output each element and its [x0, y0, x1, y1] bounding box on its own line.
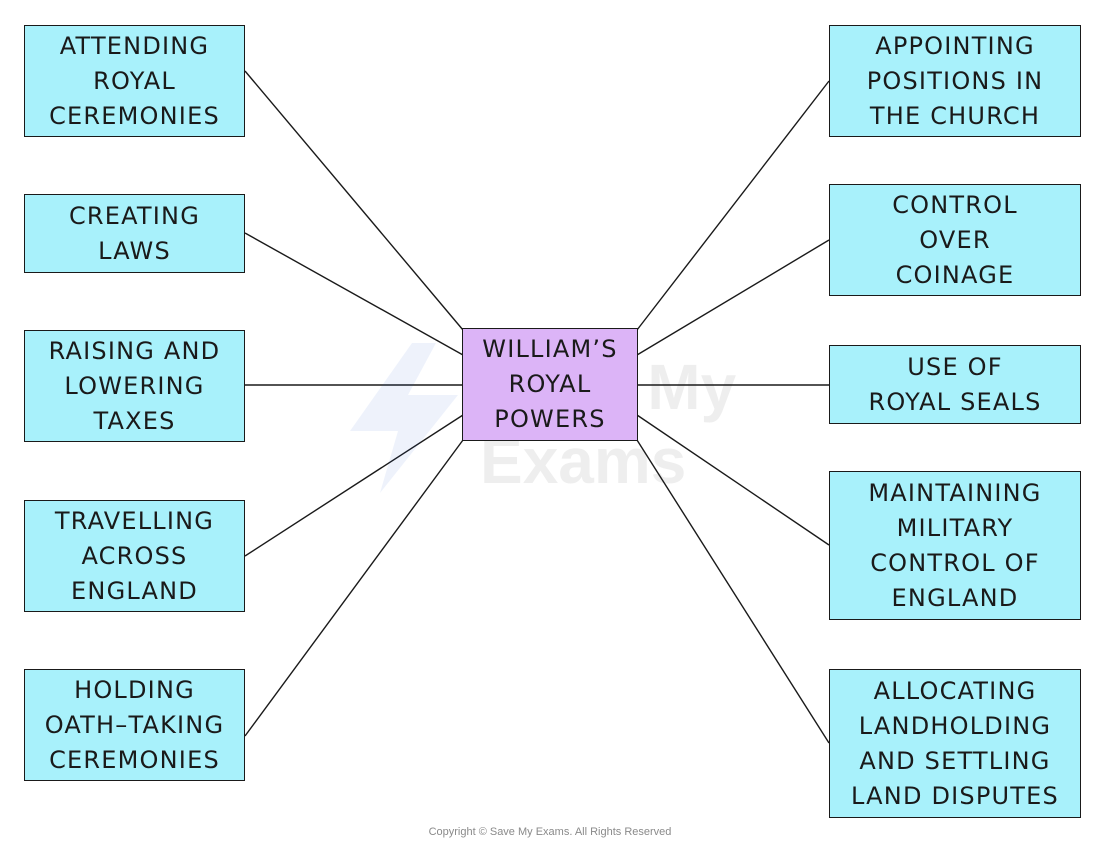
- connector-travelling-across-england: [244, 414, 464, 557]
- connector-creating-laws: [244, 232, 464, 356]
- node-raising-lowering-taxes: RAISING AND LOWERING TAXES: [24, 330, 245, 442]
- node-control-over-coinage: CONTROL OVER COINAGE: [829, 184, 1081, 296]
- node-use-of-royal-seals: USE OF ROYAL SEALS: [829, 345, 1081, 424]
- copyright-notice: Copyright © Save My Exams. All Rights Re…: [428, 826, 672, 838]
- node-appointing-church-positions: APPOINTING POSITIONS IN THE CHURCH: [829, 25, 1081, 137]
- node-attending-royal-ceremonies: ATTENDING ROYAL CEREMONIES: [24, 25, 245, 137]
- connector-allocating-landholding: [636, 439, 830, 744]
- connector-maintaining-military-control: [636, 414, 830, 546]
- connector-appointing-church-positions: [636, 80, 830, 331]
- node-allocating-landholding: ALLOCATING LANDHOLDING AND SETTLING LAND…: [829, 669, 1081, 818]
- node-travelling-across-england: TRAVELLING ACROSS ENGLAND: [24, 500, 245, 612]
- node-creating-laws: CREATING LAWS: [24, 194, 245, 273]
- connector-holding-oath-taking: [244, 439, 464, 737]
- connector-control-over-coinage: [636, 239, 830, 356]
- connector-attending-royal-ceremonies: [244, 70, 464, 331]
- node-holding-oath-taking-ceremonies: HOLDING OATH–TAKING CEREMONIES: [24, 669, 245, 781]
- hub-williams-royal-powers: WILLIAM’S ROYAL POWERS: [462, 328, 638, 441]
- node-maintaining-military-control: MAINTAINING MILITARY CONTROL OF ENGLAND: [829, 471, 1081, 620]
